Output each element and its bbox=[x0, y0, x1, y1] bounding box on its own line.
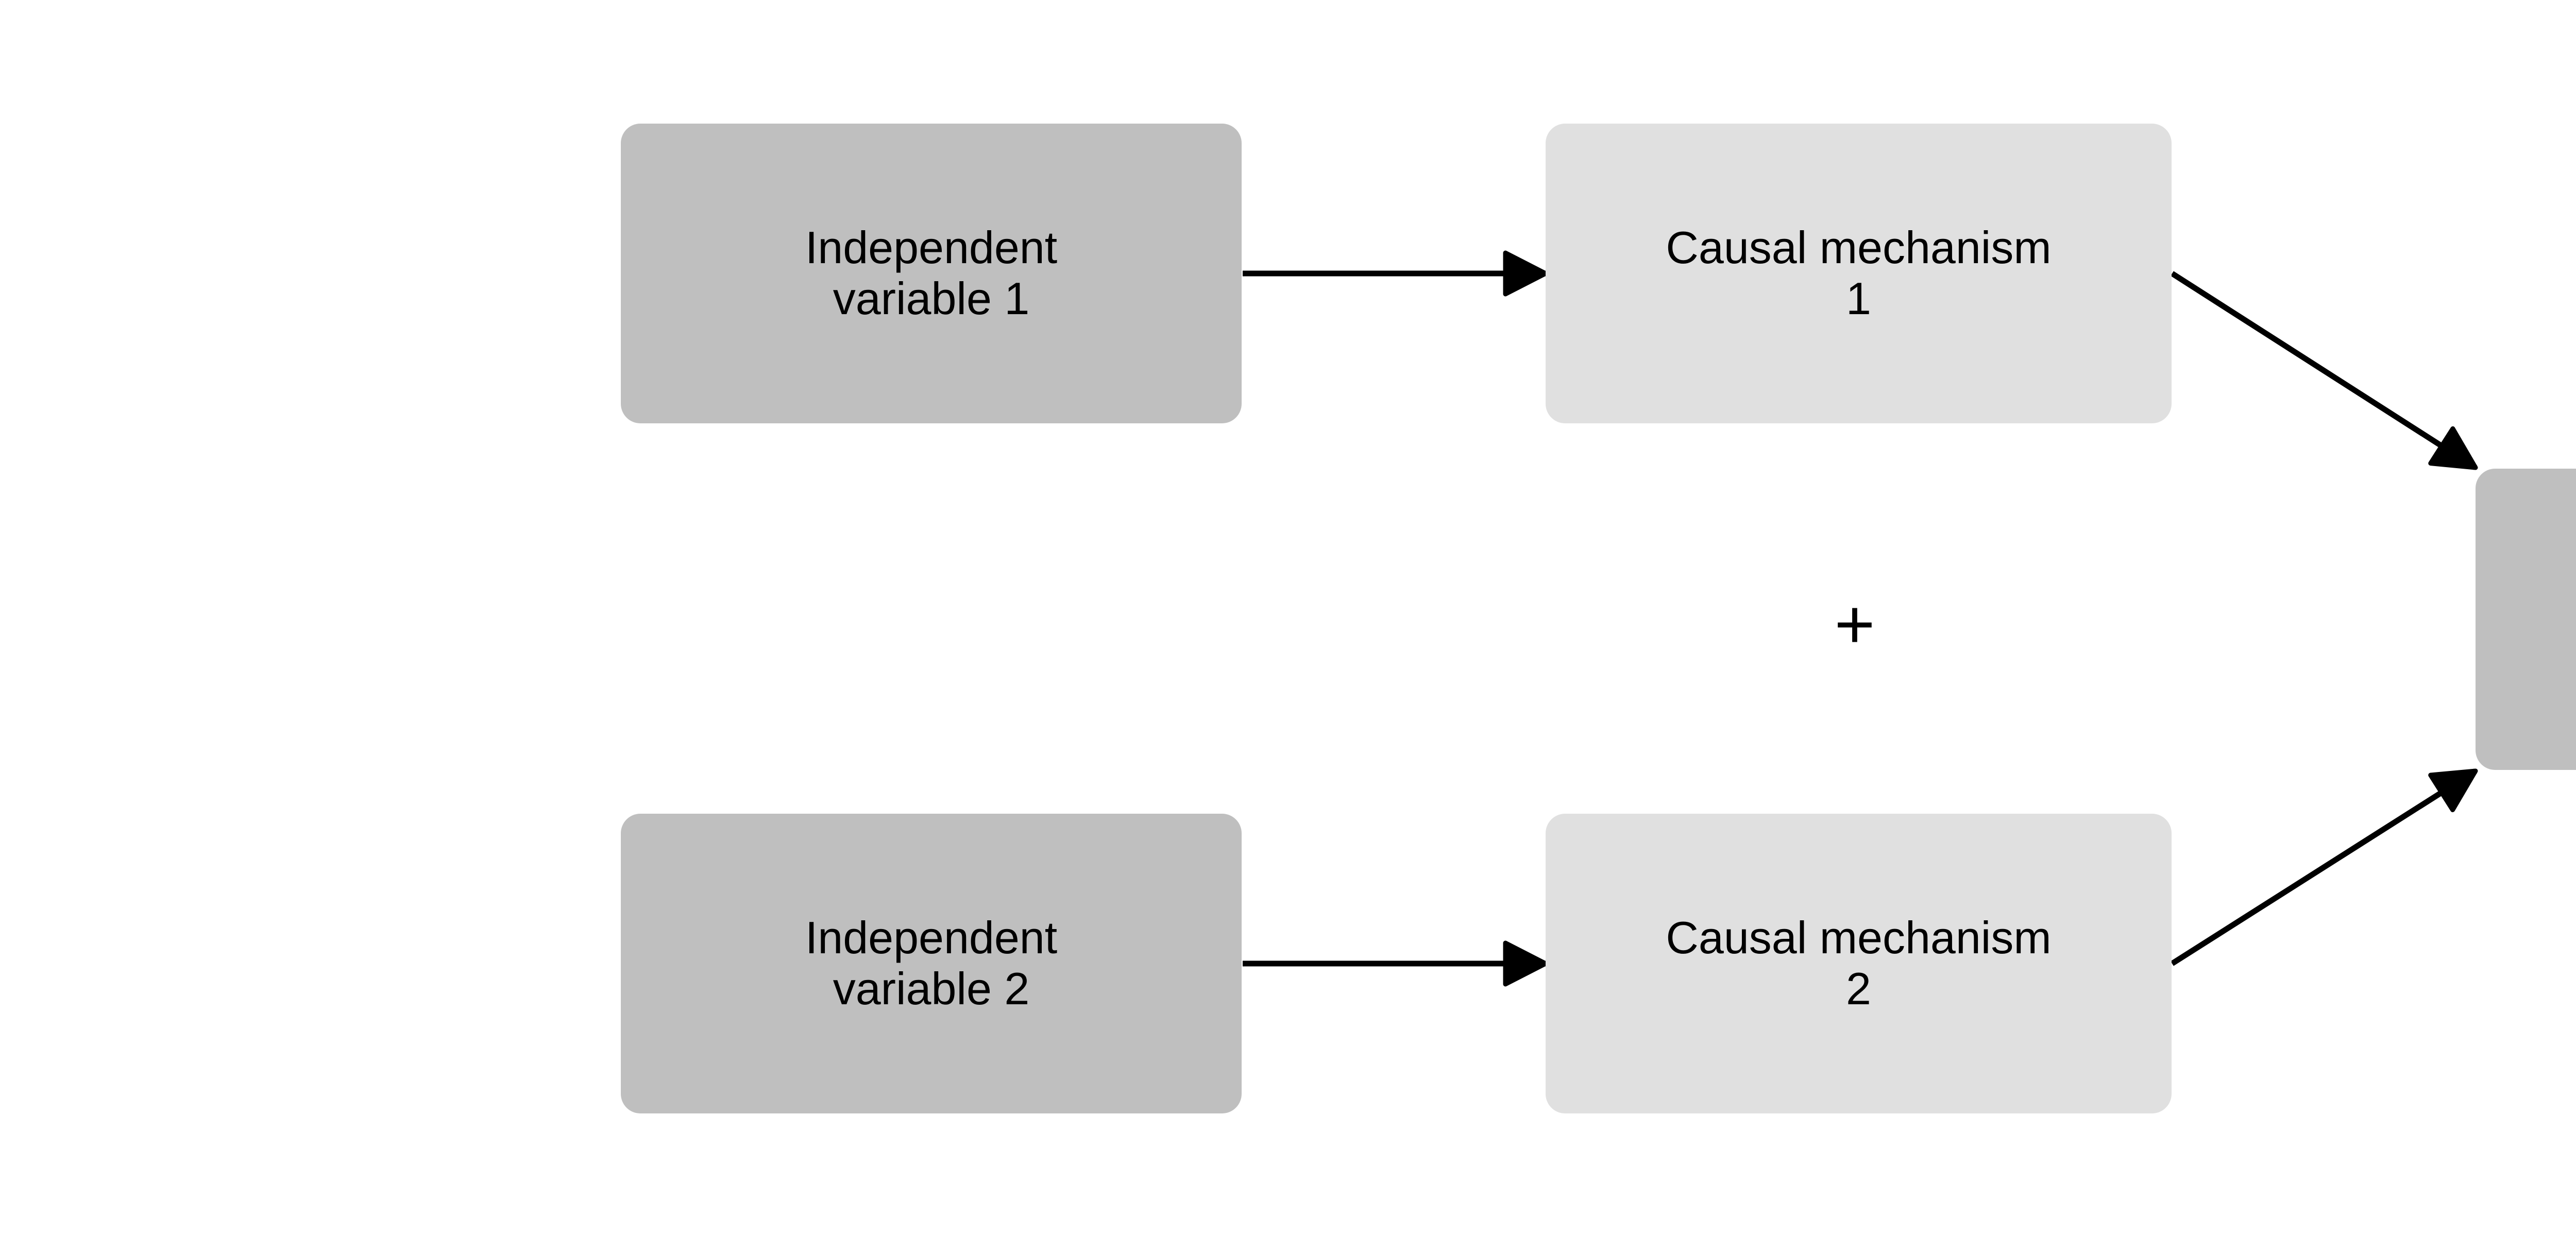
arrow-cm2-to-dv bbox=[2171, 768, 2478, 966]
arrow-cm1-to-dv bbox=[2171, 271, 2478, 470]
plus-operator: + bbox=[1834, 585, 1875, 663]
node-causal-mechanism-2: Causal mechanism 2 bbox=[1546, 814, 2172, 1113]
node-dependent-variable: Dependent variable bbox=[2476, 469, 2576, 770]
node-causal-mechanism-1: Causal mechanism 1 bbox=[1546, 124, 2172, 423]
node-independent-variable-1: Independent variable 1 bbox=[621, 124, 1242, 423]
node-independent-variable-2: Independent variable 2 bbox=[621, 814, 1242, 1113]
